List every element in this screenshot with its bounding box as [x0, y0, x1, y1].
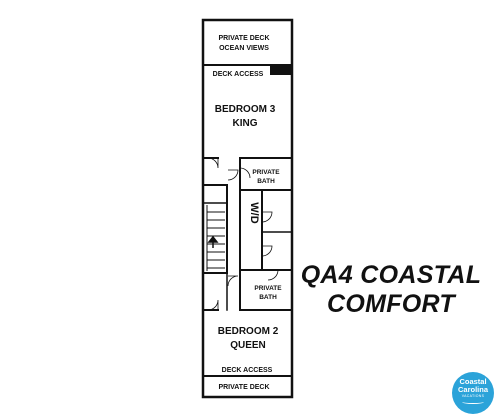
upper-bath-label-line1: PRIVATE [252, 169, 280, 176]
laundry-label: W/D [248, 202, 260, 223]
logo-line1: Coastal [459, 377, 487, 386]
headline-line1: QA4 COASTAL [300, 261, 482, 289]
logo-line3: VACATIONS [461, 394, 485, 398]
headline-line2: COMFORT [326, 290, 455, 318]
lower-bath-label-line2: BATH [259, 294, 277, 301]
bottom-deck-label: PRIVATE DECK [218, 384, 269, 391]
stair-up-arrow-icon [207, 235, 219, 248]
property-headline: QA4 COASTAL COMFORT [296, 261, 486, 319]
stairs [206, 205, 225, 271]
bedroom2-label-line1: BEDROOM 2 [218, 326, 279, 337]
sliding-door-block [270, 65, 292, 75]
walls [201, 18, 294, 399]
top-deck-label-line2: OCEAN VIEWS [219, 45, 269, 52]
logo-line2: Carolina [457, 385, 488, 394]
lower-deck-access-label: DECK ACCESS [222, 367, 273, 374]
upper-bath-label-line2: BATH [257, 178, 275, 185]
top-deck-label-line1: PRIVATE DECK [218, 35, 269, 42]
bedroom3-label-line1: BEDROOM 3 [215, 104, 276, 115]
coastal-carolina-logo: Coastal Carolina VACATIONS [452, 372, 494, 414]
bedroom2-label-line2: QUEEN [230, 340, 266, 351]
bedroom3-label-line2: KING [233, 118, 258, 129]
upper-deck-access-label: DECK ACCESS [213, 71, 264, 78]
lower-bath-label-line1: PRIVATE [254, 285, 282, 292]
door-swings [207, 157, 279, 311]
logo-wave-icon [462, 400, 484, 404]
